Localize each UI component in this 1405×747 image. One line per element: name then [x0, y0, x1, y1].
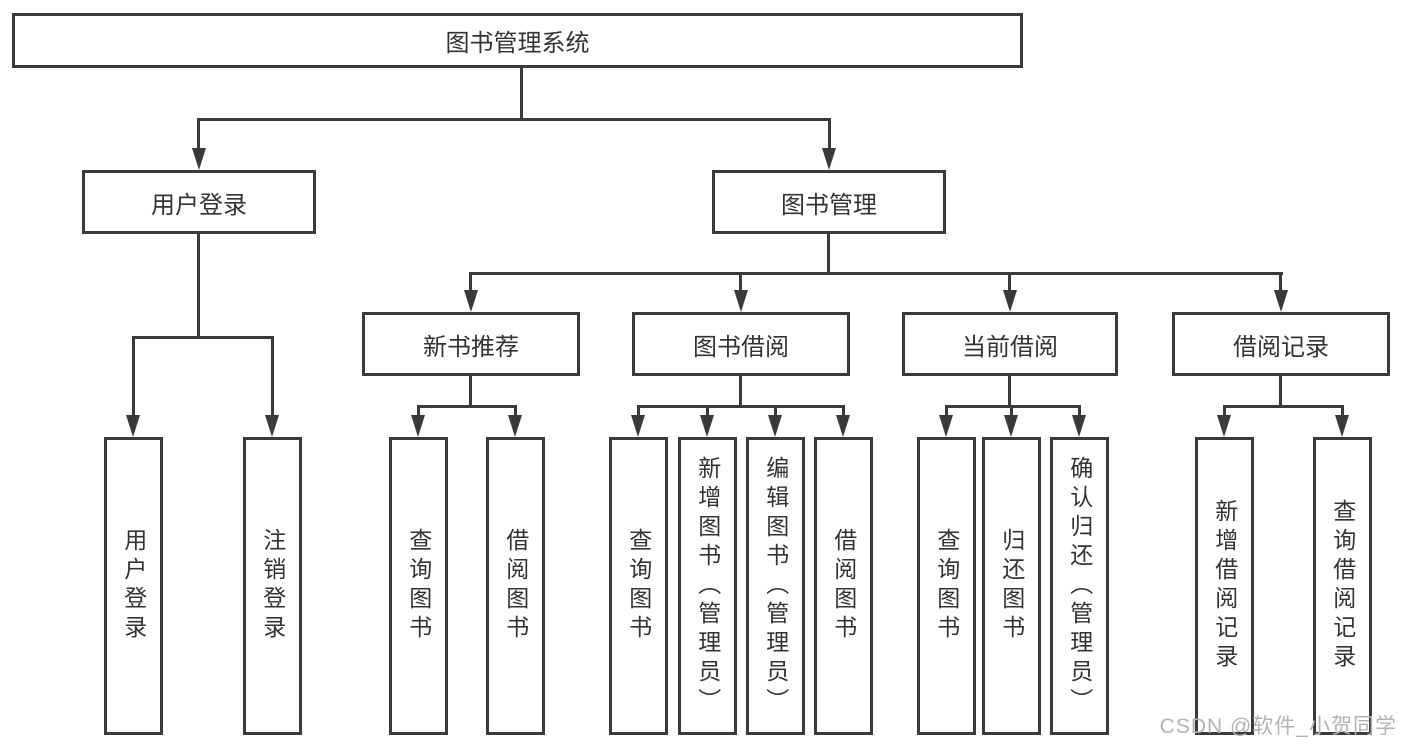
- arrow-down-icon: [464, 290, 478, 312]
- arrow-down-icon: [836, 415, 850, 437]
- leaf-borrow-borrow: 借阅图书: [814, 437, 873, 735]
- arrow-down-icon: [1072, 415, 1086, 437]
- connector-line: [945, 405, 948, 417]
- leaf-borrow-query: 查询图书: [609, 437, 668, 735]
- connector-line: [1008, 272, 1011, 292]
- leaf-user-login: 用户登录: [104, 437, 163, 735]
- connector-line: [132, 336, 135, 417]
- arrow-down-icon: [1335, 415, 1349, 437]
- connector-line: [197, 118, 831, 121]
- leaf-record-add: 新增借阅记录: [1195, 437, 1254, 735]
- leaf-borrow-add-admin-label: 新增图书（管理员）: [694, 455, 721, 717]
- connector-line: [469, 272, 1283, 275]
- node-user-login: 用户登录: [82, 170, 316, 234]
- connector-line: [520, 68, 523, 121]
- arrow-down-icon: [1003, 290, 1017, 312]
- leaf-current-confirm-admin: 确认归还（管理员）: [1050, 437, 1109, 735]
- arrow-down-icon: [508, 415, 522, 437]
- arrow-down-icon: [1274, 290, 1288, 312]
- connector-line: [774, 405, 777, 417]
- leaf-user-login-label: 用户登录: [120, 528, 147, 644]
- connector-line: [1223, 405, 1344, 408]
- connector-line: [739, 376, 742, 408]
- connector-line: [739, 272, 742, 292]
- connector-line: [1010, 405, 1013, 417]
- arrow-down-icon: [768, 415, 782, 437]
- arrow-down-icon: [734, 290, 748, 312]
- leaf-newbook-query: 查询图书: [389, 437, 448, 735]
- arrow-down-icon: [192, 148, 206, 170]
- connector-line: [197, 118, 200, 152]
- arrow-down-icon: [631, 415, 645, 437]
- connector-line: [945, 405, 1081, 408]
- connector-line: [1279, 376, 1282, 408]
- arrow-down-icon: [126, 415, 140, 437]
- leaf-logout-label: 注销登录: [259, 528, 286, 644]
- leaf-record-query: 查询借阅记录: [1313, 437, 1372, 735]
- arrow-down-icon: [822, 148, 836, 170]
- leaf-current-query: 查询图书: [917, 437, 976, 735]
- connector-line: [1279, 272, 1282, 292]
- connector-line: [417, 405, 420, 417]
- leaf-borrow-borrow-label: 借阅图书: [830, 528, 857, 644]
- connector-line: [417, 405, 517, 408]
- arrow-down-icon: [265, 415, 279, 437]
- node-book-management: 图书管理: [712, 170, 946, 234]
- arrow-down-icon: [1217, 415, 1231, 437]
- connector-line: [469, 376, 472, 408]
- connector-line: [1008, 376, 1011, 408]
- node-borrow-record: 借阅记录: [1172, 312, 1390, 376]
- leaf-borrow-edit-admin: 编辑图书（管理员）: [746, 437, 805, 735]
- connector-line: [637, 405, 845, 408]
- connector-line: [842, 405, 845, 417]
- leaf-current-return: 归还图书: [982, 437, 1041, 735]
- leaf-newbook-borrow: 借阅图书: [486, 437, 545, 735]
- node-root-system: 图书管理系统: [12, 13, 1023, 68]
- connector-line: [469, 272, 472, 292]
- connector-line: [1223, 405, 1226, 417]
- connector-line: [828, 118, 831, 152]
- leaf-newbook-query-label: 查询图书: [405, 528, 432, 644]
- arrow-down-icon: [1004, 415, 1018, 437]
- arrow-down-icon: [411, 415, 425, 437]
- leaf-current-query-label: 查询图书: [933, 528, 960, 644]
- leaf-current-return-label: 归还图书: [998, 528, 1025, 644]
- leaf-record-add-label: 新增借阅记录: [1211, 499, 1238, 673]
- leaf-logout: 注销登录: [243, 437, 302, 735]
- leaf-newbook-borrow-label: 借阅图书: [502, 528, 529, 644]
- leaf-borrow-add-admin: 新增图书（管理员）: [678, 437, 737, 735]
- leaf-record-query-label: 查询借阅记录: [1329, 499, 1356, 673]
- node-new-book-recommend: 新书推荐: [362, 312, 580, 376]
- arrow-down-icon: [700, 415, 714, 437]
- leaf-borrow-query-label: 查询图书: [625, 528, 652, 644]
- connector-line: [637, 405, 640, 417]
- node-current-borrow: 当前借阅: [902, 312, 1118, 376]
- connector-line: [1341, 405, 1344, 417]
- arrow-down-icon: [939, 415, 953, 437]
- csdn-watermark: CSDN @软件_小贺同学: [1159, 715, 1397, 738]
- connector-line: [706, 405, 709, 417]
- connector-line: [132, 336, 274, 339]
- connector-line: [514, 405, 517, 417]
- connector-line: [271, 336, 274, 417]
- leaf-current-confirm-admin-label: 确认归还（管理员）: [1066, 455, 1093, 717]
- connector-line: [1078, 405, 1081, 417]
- leaf-borrow-edit-admin-label: 编辑图书（管理员）: [762, 455, 789, 717]
- node-book-borrow: 图书借阅: [632, 312, 850, 376]
- connector-line: [827, 234, 830, 275]
- connector-line: [197, 234, 200, 339]
